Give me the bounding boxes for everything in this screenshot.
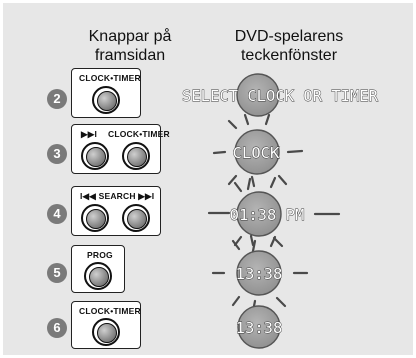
step-number-4: 4	[47, 204, 67, 224]
display-disc	[236, 191, 282, 237]
step-4-display: 01:38 PM	[207, 175, 341, 253]
clock-timer-label: CLOCK•TIMER	[79, 73, 141, 83]
step-2-button-panel: CLOCK•TIMER	[71, 68, 141, 118]
prog-button[interactable]	[84, 262, 112, 290]
step-5-display-text: 13:38	[236, 265, 283, 283]
step-3-display: CLOCK	[212, 113, 304, 191]
step-2-display: SELECT CLOCK OR TIMER	[182, 73, 379, 117]
display-disc	[236, 250, 282, 296]
step-number-5: 5	[47, 263, 67, 283]
step-3-display-text: CLOCK	[233, 144, 280, 162]
clock-timer-button[interactable]	[92, 86, 120, 114]
clock-timer-button[interactable]	[92, 318, 120, 346]
clock-timer-button[interactable]	[122, 142, 150, 170]
display-header-line-1: DVD-spelarens	[234, 28, 344, 45]
flash-rays	[212, 113, 304, 191]
next-label: ▶▶I	[81, 129, 98, 139]
buttons-header-line-2: framsidan	[94, 47, 166, 64]
instruction-panel: Knappar på framsidan DVD-spelarens tecke…	[3, 3, 413, 355]
step-5-button-panel: PROG	[71, 245, 125, 293]
step-5-display: 13:38	[211, 234, 309, 313]
step-number-6: 6	[47, 318, 67, 338]
step-number-2: 2	[47, 89, 67, 109]
prog-label: PROG	[87, 250, 113, 260]
search-previous-button[interactable]	[81, 204, 109, 232]
display-disc	[236, 73, 280, 117]
flash-rays	[211, 234, 309, 313]
buttons-column-header: Knappar på framsidan	[75, 27, 185, 65]
display-header-line-2: teckenfönster	[240, 47, 338, 64]
step-2-display-text: SELECT CLOCK OR TIMER	[182, 87, 379, 105]
search-next-button[interactable]	[122, 204, 150, 232]
search-label: I◀◀ SEARCH ▶▶I	[80, 191, 155, 201]
step-6-button-panel: CLOCK•TIMER	[71, 301, 141, 349]
display-disc	[237, 305, 281, 349]
buttons-header-line-1: Knappar på	[88, 28, 172, 45]
step-3-button-panel: ▶▶I CLOCK•TIMER	[71, 124, 170, 174]
step-4-button-panel: I◀◀ SEARCH ▶▶I	[71, 186, 161, 236]
step-6-display-text: 13:38	[236, 319, 283, 337]
step-number-3: 3	[47, 144, 67, 164]
step-6-display: 13:38	[235, 305, 283, 349]
next-button[interactable]	[81, 142, 109, 170]
display-illustrations: SELECT CLOCK OR TIMER CLOCK	[182, 73, 379, 349]
step-4-display-text: 01:38 PM	[230, 206, 305, 224]
clock-timer-label: CLOCK•TIMER	[79, 306, 141, 316]
clock-timer-label: CLOCK•TIMER	[108, 129, 170, 139]
display-disc	[234, 129, 280, 175]
display-column-header: DVD-spelarens teckenfönster	[229, 27, 349, 65]
